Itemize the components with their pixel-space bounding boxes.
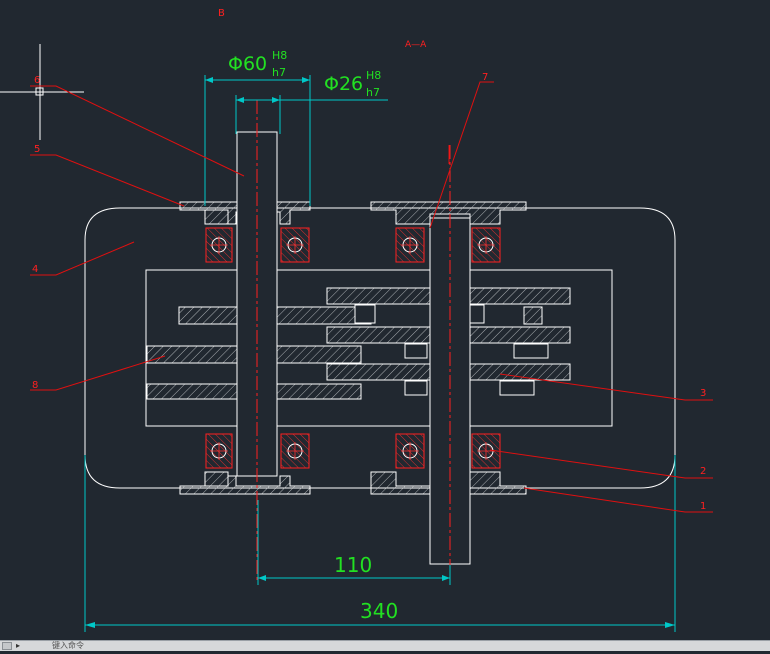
section-label: A—A <box>405 40 427 50</box>
part-label-7: 7 <box>482 72 488 83</box>
dim-bore-small-tol-lower: h7 <box>366 86 380 99</box>
dim-bore-large: Φ60 <box>228 53 267 75</box>
centerlines <box>256 100 451 583</box>
dim-center-distance: 110 <box>334 553 372 577</box>
housing-outline <box>84 207 676 489</box>
dim-bore-small-tol-upper: H8 <box>366 69 381 82</box>
dimension-arrows <box>85 77 675 628</box>
keys <box>354 304 549 396</box>
part-label-5: 5 <box>34 144 40 155</box>
dimension-text: Φ60 H8 h7 Φ26 H8 h7 110 340 <box>228 49 398 623</box>
output-shaft <box>429 217 471 565</box>
part-label-3: 3 <box>700 388 706 399</box>
dim-bore-small: Φ26 <box>324 73 363 95</box>
command-close-button[interactable] <box>2 642 12 650</box>
command-input[interactable]: 键入命令 <box>52 641 84 650</box>
part-label-1: 1 <box>700 501 706 512</box>
leader-lines <box>30 81 713 513</box>
bearings <box>205 227 501 469</box>
dim-bore-large-tol-upper: H8 <box>272 49 287 62</box>
command-line-bar[interactable]: ▸ 键入命令 <box>0 640 770 651</box>
crosshair-cursor <box>0 44 84 140</box>
dim-bore-large-tol-lower: h7 <box>272 66 286 79</box>
view-label-b: B <box>218 8 225 19</box>
part-label-4: 4 <box>32 264 38 275</box>
part-label-2: 2 <box>700 466 706 477</box>
part-label-6: 6 <box>34 75 40 86</box>
dim-overall-length: 340 <box>360 599 398 623</box>
part-label-8: 8 <box>32 380 38 391</box>
dimension-lines <box>84 75 676 632</box>
command-prompt-icon: ▸ <box>16 641 21 650</box>
